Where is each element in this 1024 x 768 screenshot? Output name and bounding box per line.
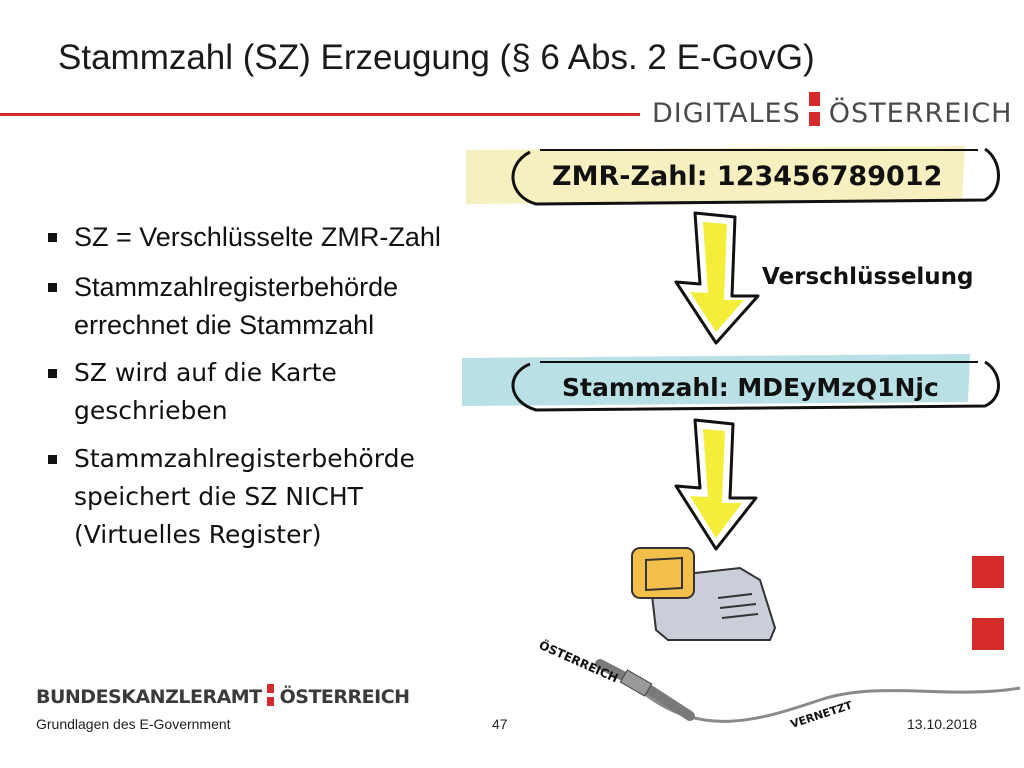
zmr-box xyxy=(466,146,1000,206)
zmr-number-label: ZMR-Zahl: 123456789012 xyxy=(552,161,943,192)
stammzahl-label: Stammzahl: MDEyMzQ1Njc xyxy=(562,373,939,402)
logo-word-right: ÖSTERREICH xyxy=(828,98,1013,129)
write-to-card-arrow xyxy=(674,418,758,551)
digitales-oesterreich-logo: DIGITALES ÖSTERREICH xyxy=(652,92,1012,129)
decor-red-square xyxy=(972,618,1004,650)
bullet-item: SZ = Verschlüsselte ZMR-Zahl xyxy=(44,218,484,256)
bullet-item: Stammzahlregisterbehörde speichert die S… xyxy=(44,440,484,554)
bullet-item: SZ wird auf die Karte geschrieben xyxy=(44,354,484,430)
logo-red-mark xyxy=(808,92,821,126)
decor-red-square xyxy=(972,556,1004,588)
bullet-list: SZ = Verschlüsselte ZMR-Zahl Stammzahlre… xyxy=(44,218,484,554)
slide-title: Stammzahl (SZ) Erzeugung (§ 6 Abs. 2 E-G… xyxy=(58,38,815,77)
title-underline xyxy=(0,113,640,116)
bullet-item: Stammzahlregisterbehörde errechnet die S… xyxy=(44,268,484,344)
encryption-label: Verschlüsselung xyxy=(762,264,974,290)
stammzahl-box xyxy=(462,354,1000,412)
smart-card-illustration xyxy=(631,547,777,641)
footer-date: 13.10.2018 xyxy=(907,716,978,732)
footer-course-title: Grundlagen des E-Government xyxy=(36,716,231,732)
page-number: 47 xyxy=(492,716,508,732)
encryption-arrow xyxy=(674,211,760,345)
logo-word-left: DIGITALES xyxy=(652,98,801,129)
cable-word-vernetzt: VERNETZT xyxy=(789,698,855,730)
cable-word-oesterreich: ÖSTERREICH xyxy=(537,637,621,685)
bka-red-mark xyxy=(266,684,275,706)
